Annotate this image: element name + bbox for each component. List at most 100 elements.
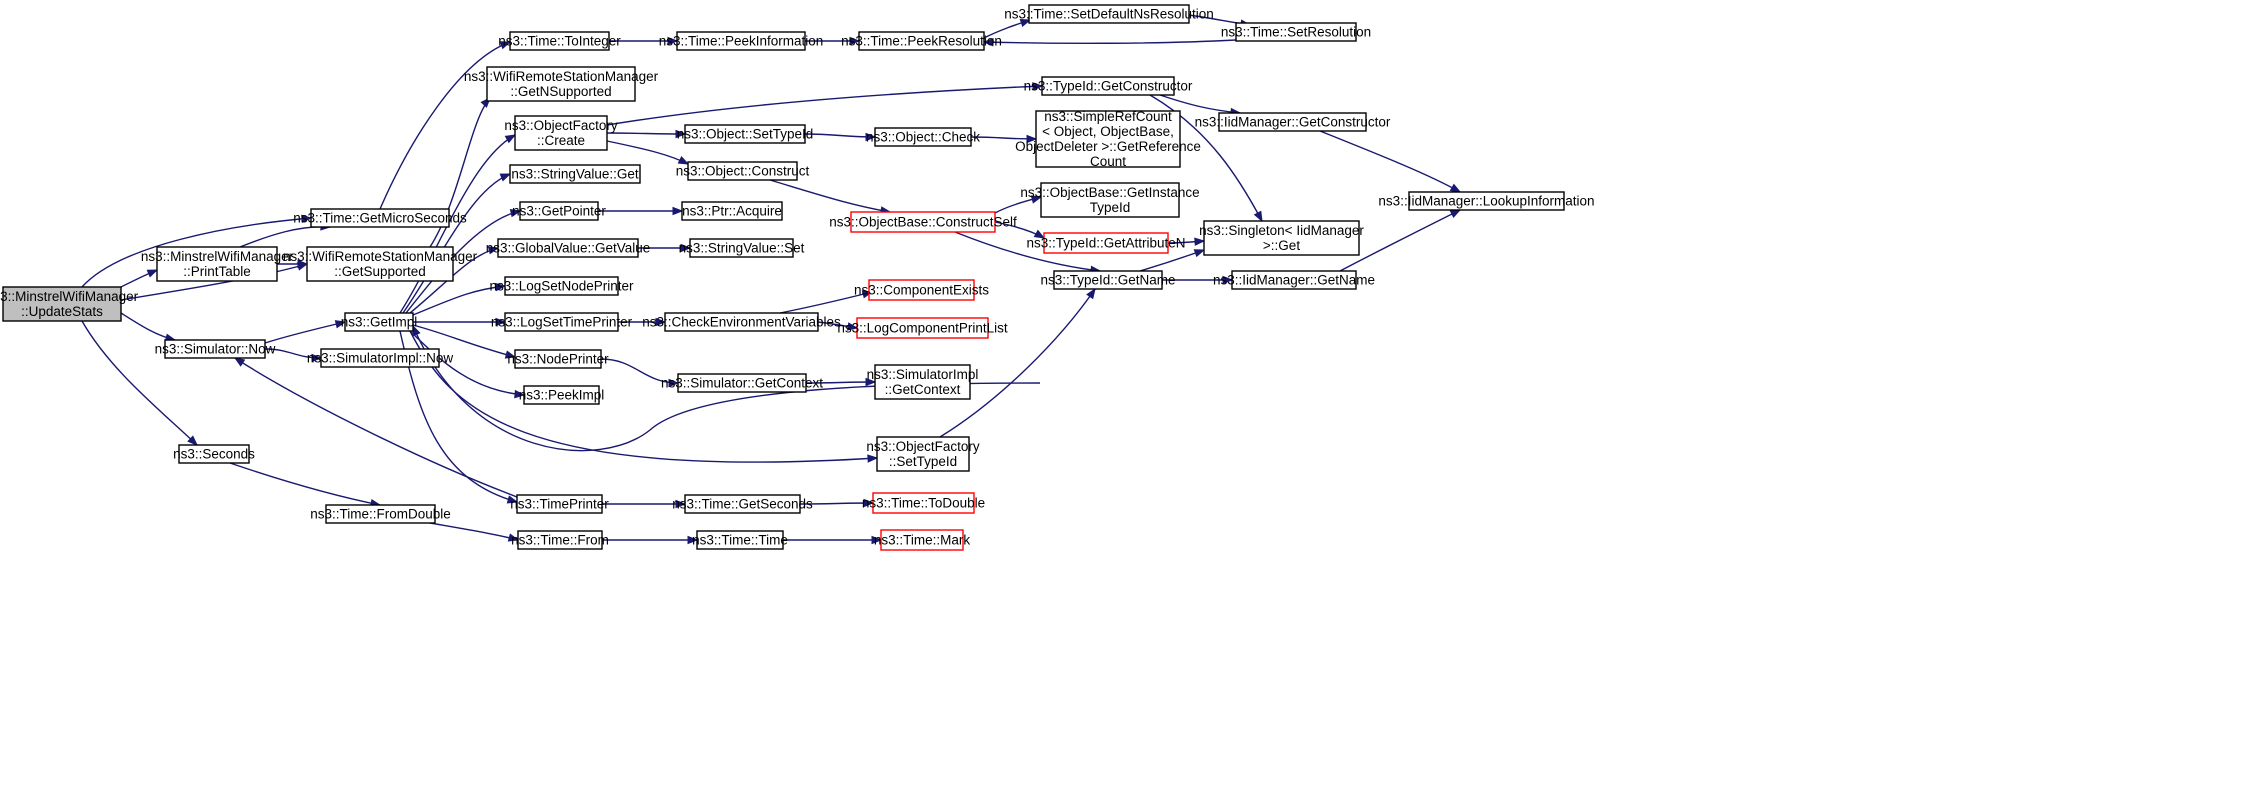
- graph-node-n40[interactable]: ns3::Time::ToDouble: [862, 492, 985, 514]
- node-label: ns3::NodePrinter: [507, 352, 609, 367]
- node-label: ns3::Seconds: [173, 447, 255, 462]
- node-label: ns3::StringValue::Set: [679, 241, 805, 256]
- graph-node-n12[interactable]: ns3::Time::PeekResolution: [841, 31, 1002, 51]
- node-box: [344, 312, 414, 332]
- graph-node-n29[interactable]: ns3::CheckEnvironmentVariables: [642, 312, 841, 332]
- arrowhead-n14-to-n12: [982, 38, 994, 47]
- node-label: ns3::Time::PeekInformation: [659, 34, 824, 49]
- graph-node-n4[interactable]: ns3::Simulator::Now: [155, 339, 276, 359]
- arrowhead-n23-to-n31: [675, 499, 687, 509]
- graph-node-n38[interactable]: ns3::SimulatorImpl::GetContext: [867, 364, 979, 400]
- graph-node-n14[interactable]: ns3::Time::SetResolution: [1221, 22, 1371, 42]
- graph-node-n20[interactable]: ns3::LogSetTimePrinter: [491, 312, 633, 332]
- node-box: [509, 164, 641, 184]
- arrowhead-n8-to-n23: [506, 495, 519, 504]
- arrowhead-n8-to-n16: [499, 173, 512, 182]
- graph-node-n2[interactable]: ns3::MinstrelWifiManager::PrintTable: [141, 246, 294, 282]
- graph-node-n39[interactable]: ns3::ObjectFactory::SetTypeId: [866, 436, 980, 472]
- edge-n33-to-n47: [1149, 94, 1263, 222]
- graph-node-n22[interactable]: ns3::PeekImpl: [519, 385, 605, 405]
- graph-node-n41[interactable]: ns3::Time::Mark: [874, 529, 971, 551]
- arrowhead-n25-to-n34: [865, 132, 877, 142]
- graph-node-n1[interactable]: ns3::Time::GetMicroSeconds: [293, 208, 467, 228]
- graph-node-n21[interactable]: ns3::NodePrinter: [507, 349, 609, 369]
- graph-node-n44[interactable]: ns3::TypeId::GetAttributeN: [1026, 232, 1186, 254]
- graph-node-n6[interactable]: ns3::Time::ToInteger: [498, 31, 621, 51]
- node-label: ns3::Ptr::Acquire: [682, 204, 782, 219]
- graph-node-n27[interactable]: ns3::Ptr::Acquire: [681, 201, 783, 221]
- graph-node-n28[interactable]: ns3::StringValue::Set: [679, 238, 805, 258]
- node-box: [1408, 191, 1565, 211]
- node-label: ns3::LogComponentPrintList: [837, 321, 1008, 336]
- node-label: ns3::SimulatorImpl::Now: [307, 351, 454, 366]
- graph-node-n9[interactable]: ns3::SimulatorImpl::Now: [307, 348, 454, 368]
- graph-node-n31[interactable]: ns3::Time::GetSeconds: [672, 494, 813, 514]
- node-label: ns3::Object::Check: [866, 130, 980, 145]
- node-box: [514, 115, 608, 151]
- arrowhead-n17-to-n27: [672, 206, 684, 216]
- graph-node-n10[interactable]: ns3::Time::FromDouble: [310, 504, 451, 524]
- arrowhead-n35-to-n44: [1033, 229, 1046, 239]
- node-box: [517, 530, 603, 550]
- graph-node-n19[interactable]: ns3::LogSetNodePrinter: [489, 276, 634, 296]
- graph-node-n42[interactable]: ns3::SimpleRefCount< Object, ObjectBase,…: [1015, 109, 1201, 169]
- arrowhead-n34-to-n42: [1026, 134, 1038, 144]
- edge-n8-to-n21: [412, 324, 516, 358]
- node-label: Count: [1090, 154, 1126, 169]
- graph-node-n37[interactable]: ns3::LogComponentPrintList: [837, 317, 1008, 339]
- graph-node-n33[interactable]: ns3::TypeId::GetConstructor: [1024, 76, 1193, 96]
- node-label: ns3::ObjectFactory: [504, 118, 618, 133]
- arrowhead-n44-to-n47: [1194, 237, 1206, 246]
- graph-node-n16[interactable]: ns3::StringValue::Get: [509, 164, 641, 184]
- edge-n15-to-n33: [606, 85, 1043, 126]
- node-label: ns3::TypeId::GetAttributeN: [1026, 236, 1185, 251]
- graph-node-n45[interactable]: ns3::TypeId::GetName: [1040, 270, 1176, 290]
- graph-node-n5[interactable]: ns3::Seconds: [173, 444, 255, 464]
- arrowhead-n6-to-n11: [667, 36, 679, 46]
- node-label: ns3::Simulator::Now: [155, 342, 276, 357]
- graph-node-n32[interactable]: ns3::Time::Time: [692, 530, 788, 550]
- graph-node-n11[interactable]: ns3::Time::PeekInformation: [659, 31, 824, 51]
- graph-node-n13[interactable]: ns3::Time::SetDefaultNsResolution: [1004, 4, 1214, 24]
- edge-n0-to-n3: [120, 263, 308, 301]
- node-label: ns3::IidManager::GetName: [1213, 273, 1375, 288]
- graph-node-n34[interactable]: ns3::Object::Check: [866, 127, 980, 147]
- node-label: ns3::ObjectFactory: [866, 439, 980, 454]
- node-label: ::GetNSupported: [510, 84, 611, 99]
- graph-node-n36[interactable]: ns3::ComponentExists: [854, 279, 989, 301]
- graph-node-n8[interactable]: ns3::GetImpl: [341, 312, 418, 332]
- node-label: ns3::WifiRemoteStationManager: [464, 69, 659, 84]
- node-label: ns3::Time::ToInteger: [498, 34, 621, 49]
- graph-node-n18[interactable]: ns3::GlobalValue::GetValue: [486, 238, 651, 258]
- graph-node-n35[interactable]: ns3::ObjectBase::ConstructSelf: [829, 211, 1017, 233]
- node-label: ns3::LogSetNodePrinter: [489, 279, 634, 294]
- graph-node-n15[interactable]: ns3::ObjectFactory::Create: [504, 115, 618, 151]
- graph-node-n47[interactable]: ns3::Singleton< IidManager>::Get: [1199, 220, 1364, 256]
- graph-node-n17[interactable]: ns3::GetPointer: [512, 201, 606, 221]
- node-box: [684, 494, 801, 514]
- graph-node-n7[interactable]: ns3::WifiRemoteStationManager::GetNSuppo…: [464, 66, 659, 102]
- graph-node-n23[interactable]: ns3::TimePrinter: [510, 494, 609, 514]
- graph-node-n26[interactable]: ns3::Object::Construct: [676, 161, 810, 181]
- node-label: ns3::Time::Mark: [874, 533, 971, 548]
- node-label: ::UpdateStats: [21, 304, 103, 319]
- node-label: ns3::PeekImpl: [519, 388, 605, 403]
- graph-node-n3[interactable]: ns3::WifiRemoteStationManager::GetSuppor…: [283, 246, 478, 282]
- node-label: ns3::CheckEnvironmentVariables: [642, 315, 841, 330]
- node-box: [664, 312, 819, 332]
- node-box: [687, 161, 798, 181]
- graph-node-n24[interactable]: ns3::Time::From: [511, 530, 609, 550]
- graph-node-n49[interactable]: ns3::IidManager::LookupInformation: [1378, 191, 1595, 211]
- arrowhead-n31-to-n40: [863, 498, 875, 508]
- graph-node-n46[interactable]: ns3::IidManager::GetConstructor: [1195, 112, 1391, 132]
- graph-node-n25[interactable]: ns3::Object::SetTypeId: [677, 124, 814, 144]
- node-box: [1231, 270, 1357, 290]
- graph-node-n48[interactable]: ns3::IidManager::GetName: [1213, 270, 1375, 290]
- node-label: ns3::GlobalValue::GetValue: [486, 241, 651, 256]
- graph-node-n0[interactable]: ns3::MinstrelWifiManager::UpdateStats: [0, 286, 139, 322]
- node-label: ns3::SimpleRefCount: [1044, 109, 1172, 124]
- graph-node-n30[interactable]: ns3::Simulator::GetContext: [661, 373, 823, 393]
- node-box: [856, 317, 989, 339]
- arrowhead-n48-to-n49: [1449, 209, 1462, 219]
